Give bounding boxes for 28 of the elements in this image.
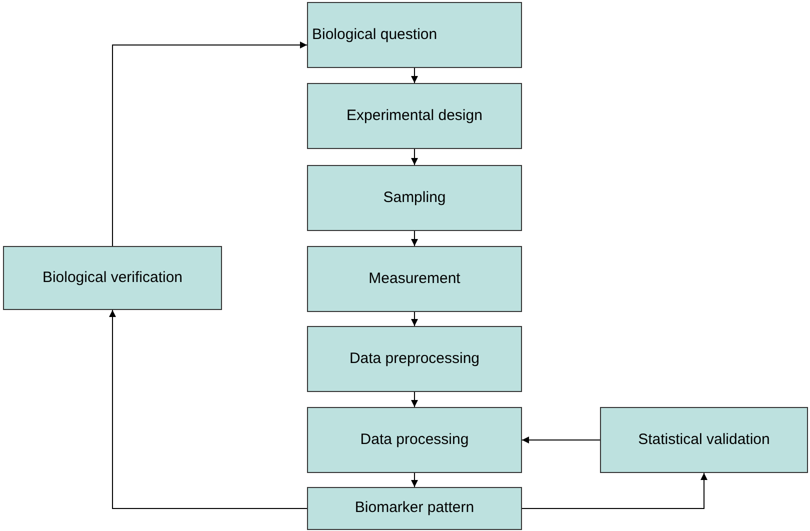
process-box: [307, 407, 522, 473]
process-box: [307, 165, 522, 231]
box-label: Data processing: [360, 430, 469, 450]
process-box: [307, 2, 522, 68]
process-box: [307, 326, 522, 392]
box-label: Data preprocessing: [349, 348, 480, 369]
arrow: [411, 230, 418, 246]
arrow: [411, 312, 418, 326]
arrow: [411, 68, 418, 84]
box-label: Statistical validation: [638, 430, 770, 450]
box-label: Experimental design: [346, 106, 482, 126]
box-label: Biological question: [312, 24, 438, 45]
process-box: [307, 487, 522, 530]
arrow: [411, 148, 418, 166]
arrow: [109, 310, 308, 509]
arrow: [112, 42, 308, 246]
process-box: [307, 83, 522, 149]
process-box: [600, 407, 808, 473]
process-box: [3, 246, 222, 310]
arrow: [411, 392, 418, 408]
box-label: Sampling: [383, 188, 446, 208]
box-label: Measurement: [368, 268, 460, 289]
process-box: [307, 246, 522, 312]
arrow: [522, 436, 600, 444]
box-label: Biomarker pattern: [354, 498, 474, 518]
arrow: [411, 472, 418, 488]
box-label: Biological verification: [42, 268, 183, 288]
arrow: [522, 472, 708, 509]
